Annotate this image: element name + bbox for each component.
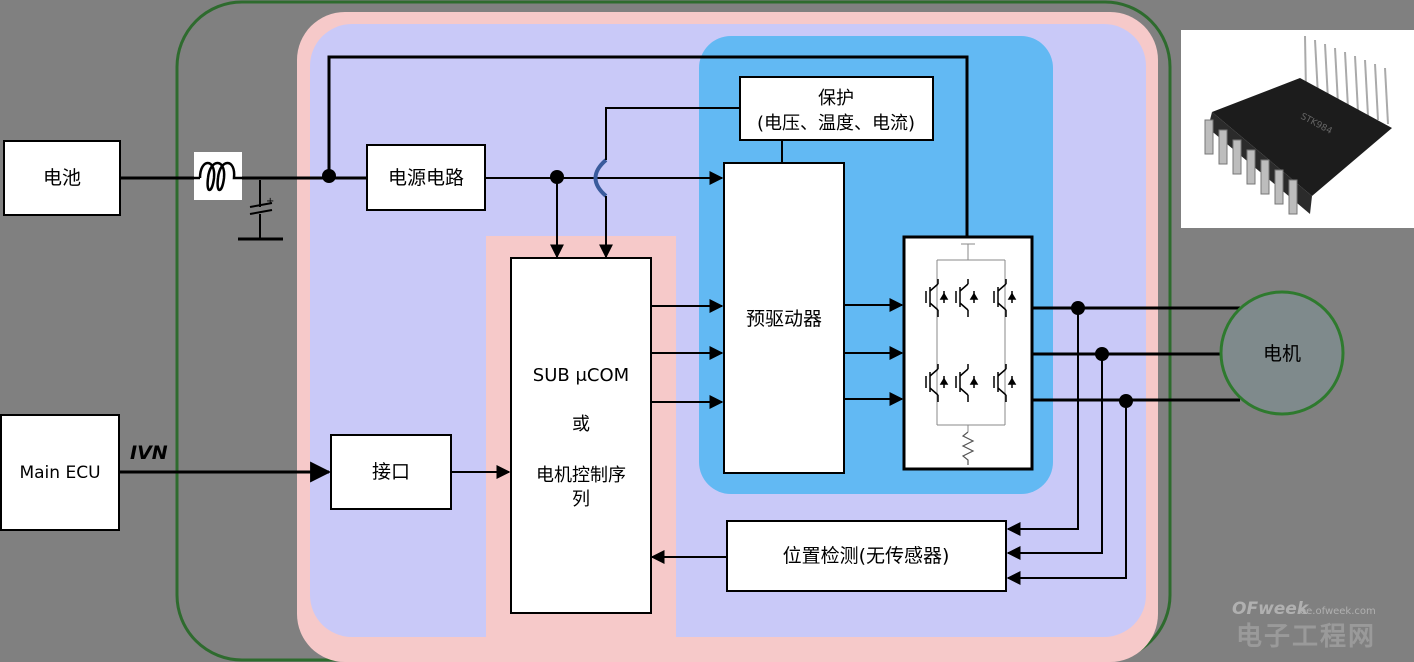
power-circuit-label: 电源电路 bbox=[388, 167, 464, 189]
position-detect-box bbox=[726, 520, 1007, 592]
protection-label-1: 保护 bbox=[818, 88, 854, 109]
main-ecu-box bbox=[0, 414, 120, 531]
protection-box bbox=[739, 76, 934, 141]
inverter-bridge bbox=[902, 235, 1034, 471]
protection-label-2: (电压、温度、电流) bbox=[757, 113, 915, 134]
mcu-label-3: 电机控制序 bbox=[536, 465, 626, 486]
ivn-label: IVN bbox=[130, 442, 168, 464]
mcu-label-4: 列 bbox=[572, 489, 590, 510]
mcu-box bbox=[510, 257, 652, 614]
power-module-photo: STK984 bbox=[1181, 30, 1414, 228]
svg-text:+: + bbox=[266, 196, 274, 207]
motor-circle bbox=[1219, 290, 1345, 416]
watermark-url: ee.ofweek.com bbox=[1300, 606, 1376, 617]
position-detect-label: 位置检测(无传感器) bbox=[783, 545, 950, 567]
capacitor-icon: + bbox=[238, 180, 283, 241]
crossover-hop bbox=[593, 158, 608, 198]
battery-label: 电池 bbox=[43, 167, 81, 189]
bridge-supply-line bbox=[327, 55, 969, 236]
main-ecu-label: Main ECU bbox=[19, 463, 100, 483]
watermark: OFweek ee.ofweek.com 电子工程网 bbox=[1232, 599, 1376, 652]
mcu-label-1: SUB μCOM bbox=[533, 365, 629, 386]
feedback-line-u bbox=[1006, 308, 1079, 536]
predriver-label: 预驱动器 bbox=[746, 308, 822, 330]
predriver-box bbox=[723, 162, 845, 474]
battery-box bbox=[3, 140, 121, 216]
protection-to-mcu-line bbox=[605, 107, 740, 160]
feedback-line-w bbox=[1006, 401, 1127, 585]
mcu-label-2: 或 bbox=[572, 414, 590, 435]
power-circuit-box bbox=[366, 144, 486, 211]
inductor-icon bbox=[194, 161, 242, 192]
interface-box bbox=[330, 434, 452, 510]
interface-label: 接口 bbox=[372, 461, 410, 483]
motor-label: 电机 bbox=[1263, 343, 1301, 365]
feedback-line-v bbox=[1006, 354, 1103, 560]
watermark-site: 电子工程网 bbox=[1236, 622, 1376, 652]
watermark-brand: OFweek bbox=[1232, 599, 1310, 619]
igbt-switch-icons bbox=[925, 279, 1017, 402]
